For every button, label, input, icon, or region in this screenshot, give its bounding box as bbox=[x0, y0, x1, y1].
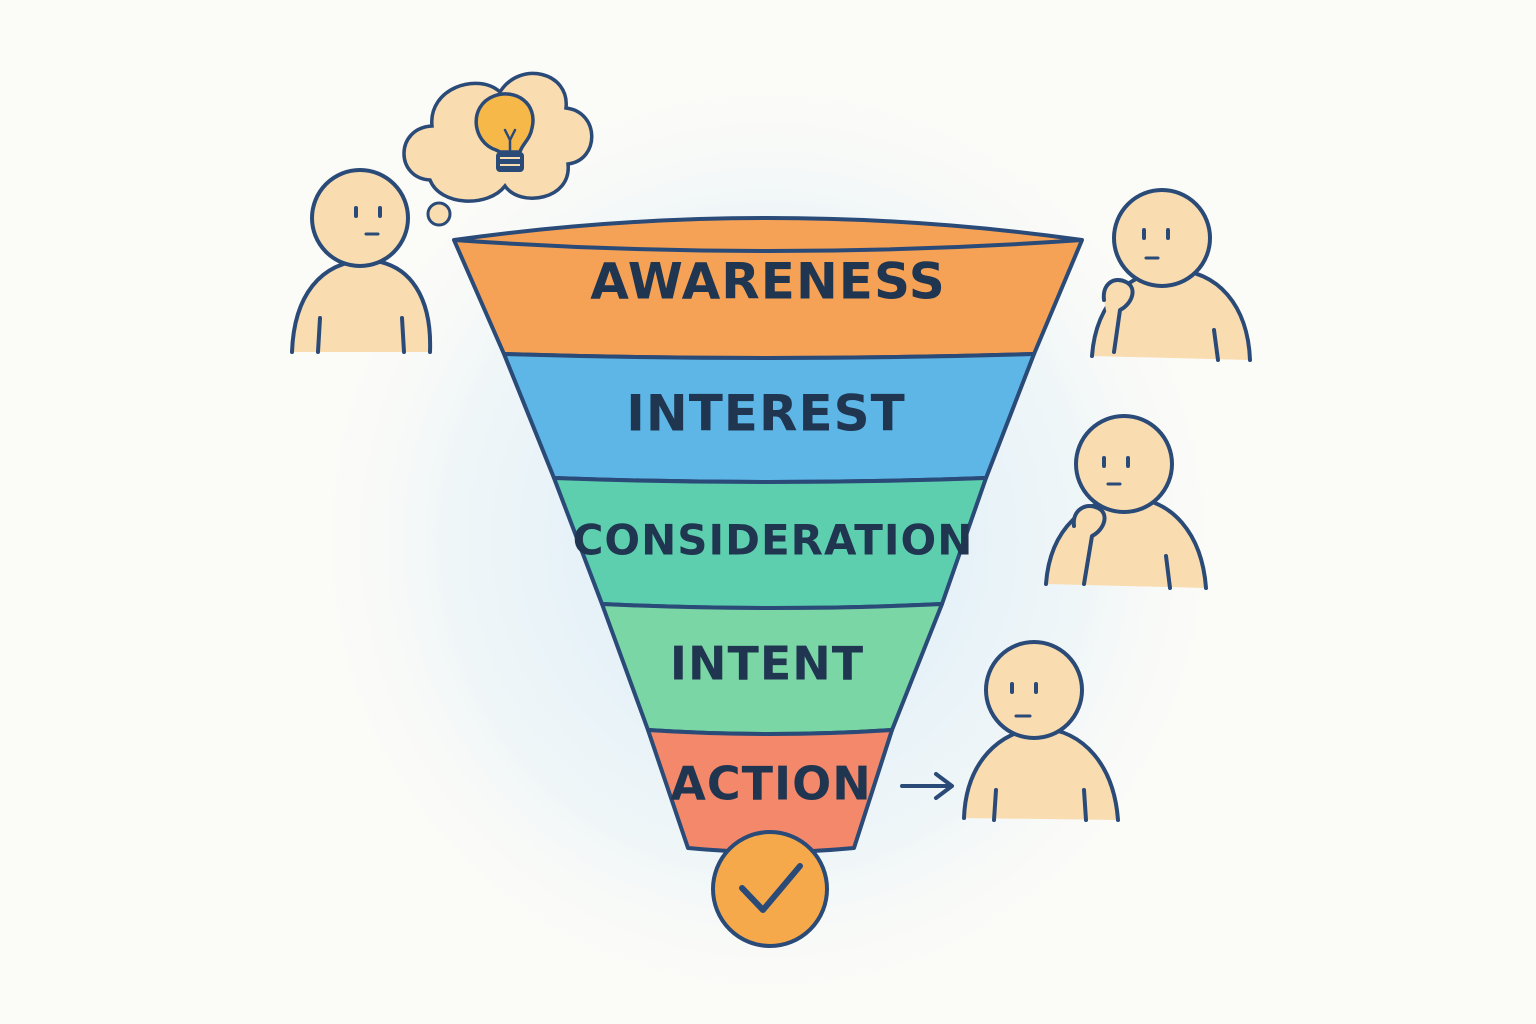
lightbulb-icon bbox=[474, 92, 535, 172]
arrow-right-icon bbox=[900, 772, 954, 800]
stage-label-action: ACTION bbox=[670, 757, 871, 811]
person-right-middle bbox=[1044, 414, 1208, 590]
funnel bbox=[452, 216, 1084, 854]
thought-bubble bbox=[402, 71, 594, 227]
stage-label-awareness: AWARENESS bbox=[590, 253, 945, 311]
person-right-top bbox=[1090, 188, 1252, 362]
checkmark-icon bbox=[711, 830, 829, 948]
funnel-labels: AWARENESS INTEREST CONSIDERATION INTENT … bbox=[573, 253, 974, 811]
stage-label-consideration: CONSIDERATION bbox=[573, 516, 974, 565]
stage-label-interest: INTEREST bbox=[626, 385, 905, 443]
person-right-bottom bbox=[962, 640, 1120, 822]
person-left bbox=[290, 168, 433, 354]
funnel-rim bbox=[453, 216, 1083, 253]
stage-label-intent: INTENT bbox=[670, 637, 864, 691]
